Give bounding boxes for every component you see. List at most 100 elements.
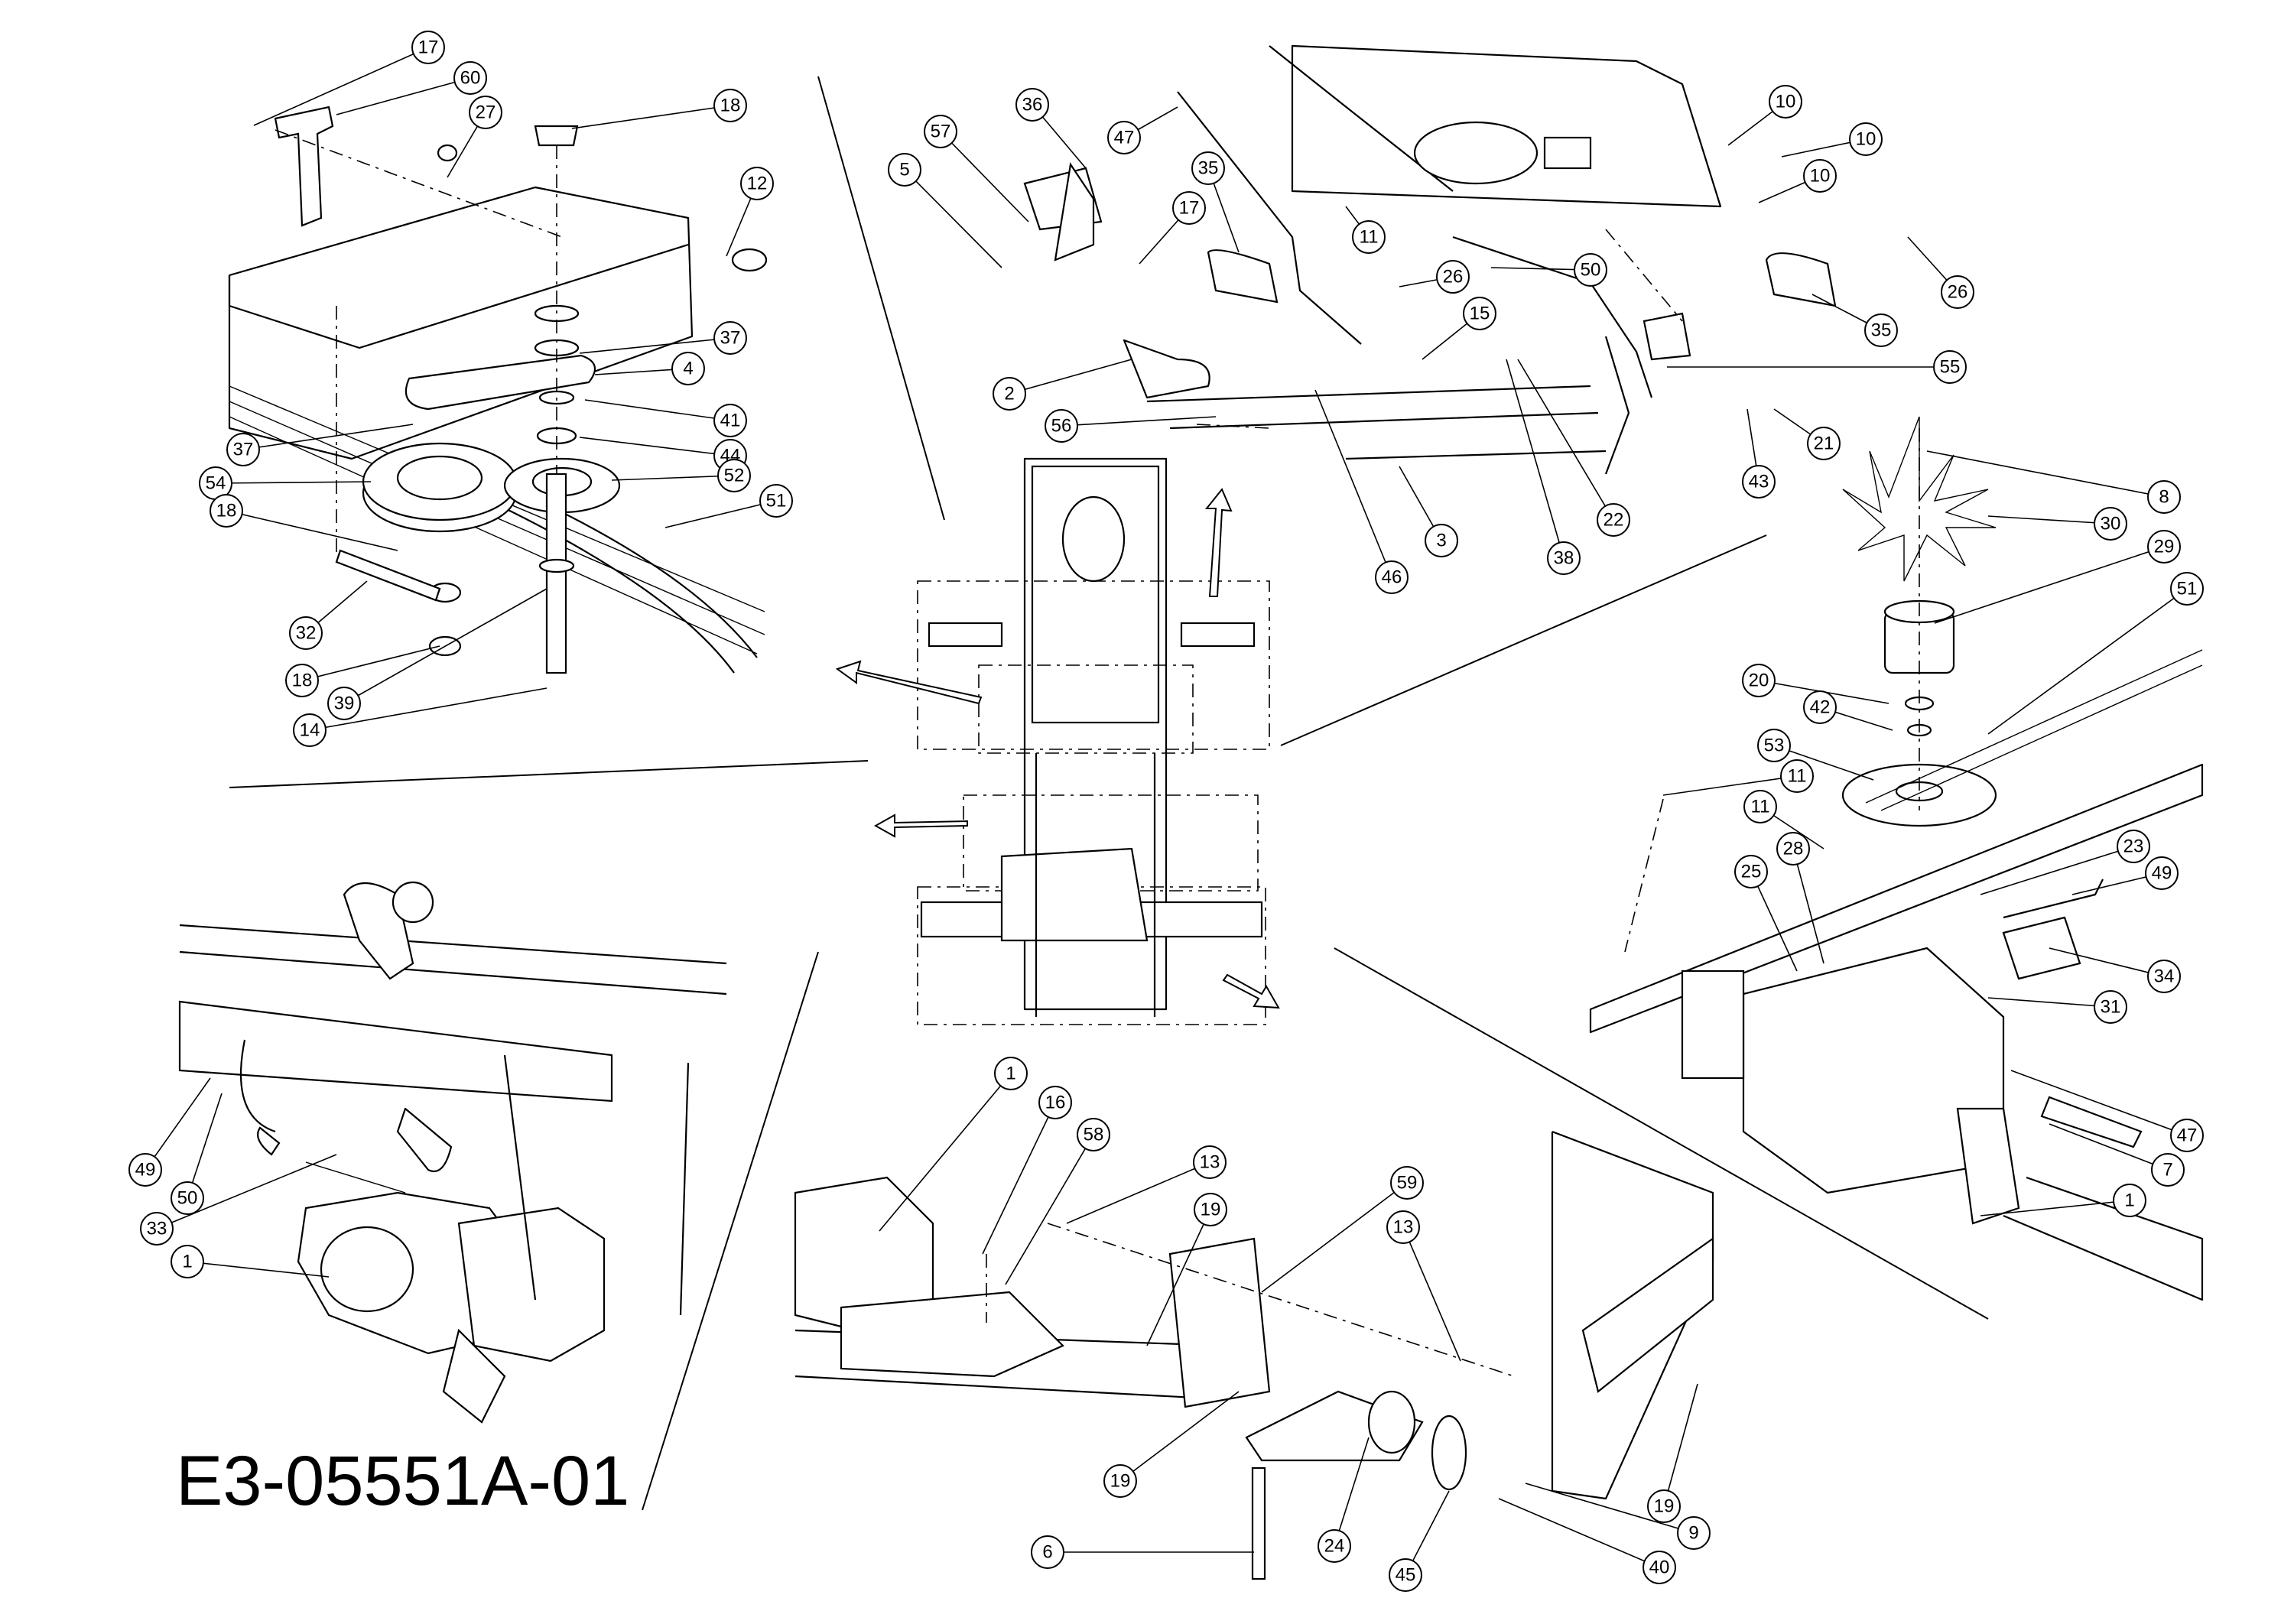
leader-line xyxy=(1009,359,1132,395)
callout-number: 12 xyxy=(747,174,768,194)
callout-number: 1 xyxy=(1006,1064,1015,1084)
leader-line xyxy=(579,337,731,354)
callout-circle xyxy=(293,713,327,747)
leader-line xyxy=(940,131,1029,222)
callout-17: 17 xyxy=(1172,191,1206,225)
callout-circle xyxy=(2170,572,2204,606)
callout-number: 59 xyxy=(1397,1173,1418,1194)
callout-number: 1 xyxy=(2124,1190,2134,1211)
callout-30: 30 xyxy=(2094,507,2127,541)
callout-1: 1 xyxy=(171,1245,204,1278)
leader-line xyxy=(879,1073,1012,1232)
leader-line xyxy=(982,1102,1056,1255)
callout-number: 19 xyxy=(1654,1496,1675,1517)
callout-1: 1 xyxy=(994,1057,1028,1090)
callout-number: 8 xyxy=(2159,487,2169,508)
callout-51: 51 xyxy=(2170,572,2204,606)
callout-number: 57 xyxy=(931,122,951,142)
axle-bracket-assembly xyxy=(794,1130,1714,1580)
callout-35: 35 xyxy=(1191,151,1225,185)
callout-circle xyxy=(1743,790,1777,823)
callout-number: 10 xyxy=(1810,166,1831,187)
callout-number: 13 xyxy=(1200,1152,1220,1173)
leader-line xyxy=(1662,775,1798,796)
callout-circle xyxy=(2094,990,2127,1024)
callout-circle xyxy=(1597,503,1630,537)
leader-line xyxy=(1066,1161,1210,1224)
leader-line xyxy=(1146,1209,1211,1346)
leader-line xyxy=(1061,416,1217,427)
callout-number: 4 xyxy=(683,359,693,379)
callout-18: 18 xyxy=(713,89,747,122)
callout-circle xyxy=(210,494,243,528)
callout-number: 21 xyxy=(1814,434,1834,454)
leader-line xyxy=(2049,1123,2169,1171)
callout-circle xyxy=(2147,960,2181,993)
leader-line xyxy=(1987,997,2111,1008)
callout-circle xyxy=(2170,1119,2204,1152)
leader-line xyxy=(1663,1383,1698,1507)
leader-line xyxy=(1934,546,2165,624)
callout-number: 18 xyxy=(720,96,741,116)
callout-circle xyxy=(411,31,445,64)
callout-60: 60 xyxy=(453,61,487,95)
leader-line xyxy=(1980,846,2134,895)
callout-circle xyxy=(140,1212,174,1246)
callout-circle xyxy=(924,115,957,148)
callout-22: 22 xyxy=(1597,503,1630,537)
callout-circle xyxy=(1734,855,1768,888)
callout-circle xyxy=(1031,1535,1064,1569)
callout-number: 23 xyxy=(2123,836,2144,857)
callout-circle xyxy=(453,61,487,95)
callout-circle xyxy=(1742,465,1776,499)
callout-number: 34 xyxy=(2154,966,2175,987)
idler-pulley-assembly xyxy=(228,106,768,674)
callout-25: 25 xyxy=(1734,855,1768,888)
leader-line xyxy=(1314,389,1392,578)
leader-line xyxy=(1987,588,2188,735)
callout-circle xyxy=(1547,541,1581,575)
callout-circle xyxy=(1352,220,1386,254)
pedal-linkage-assembly xyxy=(1023,44,1837,475)
callout-13: 13 xyxy=(1193,1145,1227,1179)
callout-8: 8 xyxy=(2147,480,2181,514)
leader-line xyxy=(1980,1200,2130,1216)
callout-circle xyxy=(128,1153,162,1187)
callout-number: 42 xyxy=(1810,697,1831,718)
callout-circle xyxy=(1193,1145,1227,1179)
callout-circle xyxy=(1803,159,1837,193)
callout-circle xyxy=(1776,832,1810,866)
callout-number: 60 xyxy=(460,68,481,89)
callout-number: 6 xyxy=(1042,1542,1052,1563)
callout-circle xyxy=(289,616,323,650)
callout-12: 12 xyxy=(740,167,774,200)
leader-line xyxy=(1987,515,2111,525)
callout-number: 16 xyxy=(1045,1093,1066,1113)
callout-51: 51 xyxy=(759,484,793,518)
callout-number: 33 xyxy=(147,1219,167,1239)
callout-3: 3 xyxy=(1425,524,1458,557)
callout-40: 40 xyxy=(1643,1551,1676,1584)
callout-7: 7 xyxy=(2151,1153,2185,1187)
callout-circle xyxy=(740,167,774,200)
callout-number: 37 xyxy=(720,328,741,349)
callout-number: 19 xyxy=(1201,1200,1221,1220)
callout-6: 6 xyxy=(1031,1535,1064,1569)
callout-19: 19 xyxy=(1194,1193,1227,1226)
callout-20: 20 xyxy=(1742,664,1776,697)
callout-circle xyxy=(2094,507,2127,541)
leader-line xyxy=(1261,1182,1408,1293)
callout-number: 30 xyxy=(2101,514,2121,534)
callout-number: 11 xyxy=(1751,797,1770,817)
leader-line xyxy=(1498,1498,1660,1568)
callout-number: 25 xyxy=(1741,862,1762,882)
leader-line xyxy=(1334,1437,1370,1547)
callout-11: 11 xyxy=(1780,759,1814,793)
callout-circle xyxy=(1742,664,1776,697)
callout-circle xyxy=(1803,690,1837,724)
callout-number: 50 xyxy=(177,1188,198,1209)
callout-number: 52 xyxy=(724,466,745,486)
callout-43: 43 xyxy=(1742,465,1776,499)
callout-circle xyxy=(1389,1558,1422,1592)
